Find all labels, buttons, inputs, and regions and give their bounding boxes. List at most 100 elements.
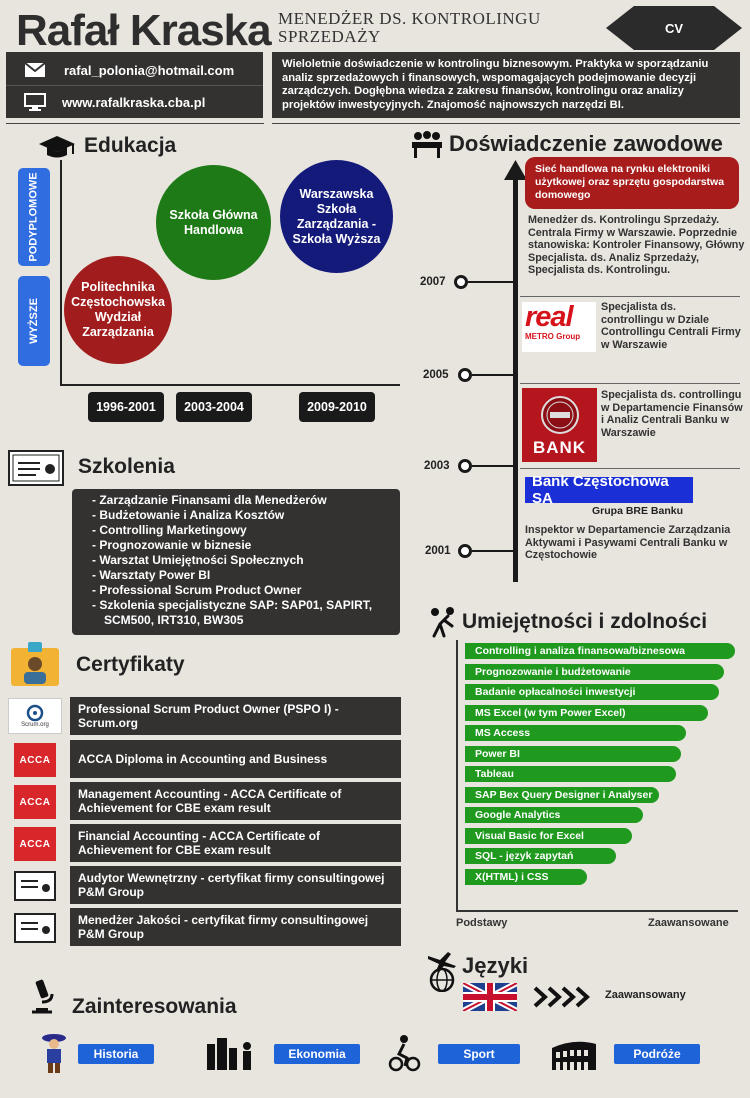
skill-bar: Badanie opłacalności inwestycji [465,684,719,700]
skill-bar: SQL - język zapytań [465,848,616,864]
email-link[interactable]: rafal_polonia@hotmail.com [64,62,235,78]
acca-logo: ACCA [14,743,56,777]
timeline-tick [468,281,514,283]
microscope-icon [32,979,54,1014]
acca-logo: ACCA [14,827,56,861]
fiat-role: Specjalista ds. controllingu w Departame… [601,389,743,439]
cv-label: CV [665,21,683,36]
chevrons-right-icon [533,986,590,1008]
cert-item: Audytor Wewnętrzny - certyfikat firmy co… [70,866,401,904]
scrum-logo: Scrum.org [8,698,62,734]
job-title: MENEDŻER DS. KONTROLINGU SPRZEDAŻY [278,9,541,46]
year-label: 2003 [424,460,450,472]
year-box: 2003-2004 [176,392,252,422]
email-row: rafal_polonia@hotmail.com [6,56,263,84]
year-label: 2005 [423,369,449,381]
year-box: 1996-2001 [88,392,164,422]
scrum-logo-icon [26,704,44,722]
contact-box: rafal_polonia@hotmail.com www.rafalkrask… [6,52,263,118]
airplane-globe-icon [428,952,456,992]
timeline-dot [458,544,472,558]
divider [520,468,740,469]
school-name: Politechnika Częstochowska Wydział Zarzą… [71,280,165,339]
training-item: - Prognozowanie w biznesie [92,538,252,552]
real-logo-text: real [525,301,574,333]
skill-bar: SAP Bex Query Designer i Analyser [465,786,659,803]
bcz-sub: Grupa BRE Banku [592,505,684,517]
timeline-dot [454,275,468,289]
divider [272,123,740,124]
level-tab-postgrad: PODYPLOMOWE [18,168,50,266]
monitor-icon [24,93,46,111]
timeline-axis [513,172,518,582]
current-role: Menedżer ds. Kontrolingu Sprzedaży. Cent… [528,214,745,276]
certificates-title: Certyfikaty [76,653,185,676]
level-higher: WYŻSZE [28,298,40,344]
id-badge-icon [11,642,59,686]
skills-axis-y [456,640,458,910]
person-name: Rafał Kraska [16,6,272,55]
cert-item: Financial Accounting - ACCA Certificate … [70,824,401,862]
skill-bar: X(HTML) i CSS [465,868,587,885]
certificate-icon [14,871,56,901]
school-name: Warszawska Szkoła Zarządzania - Szkoła W… [292,186,381,246]
year-box: 2009-2010 [299,392,375,422]
timeline-dot [458,368,472,382]
envelope-icon [24,62,46,77]
musketeer-icon [42,1034,66,1073]
basketball-player-icon [431,607,454,638]
cert-item: Professional Scrum Product Owner (PSPO I… [70,697,401,735]
trainings-list: - Zarządzanie Finansami dla Menedżerów -… [72,489,400,635]
skills-axis-x [456,910,738,912]
cert-item: ACCA Diploma in Accounting and Business [70,740,401,778]
website-row: www.rafalkraska.cba.pl [6,88,263,116]
skill-bar: Google Analytics [465,807,643,823]
training-item: - Professional Scrum Product Owner [92,583,302,597]
training-item: - Controlling Marketingowy [92,523,247,537]
divider [520,383,740,384]
uk-flag-icon [463,983,517,1011]
language-level: Zaawansowany [605,989,686,1001]
cert-item: Management Accounting - ACCA Certificate… [70,782,401,820]
training-item: - Szkolenia specjalistyczne SAP: SAP01, … [92,598,373,627]
training-item: - Budżetowanie i Analiza Kosztów [92,508,285,522]
acca-logo: ACCA [14,785,56,819]
interest-history: Historia [78,1044,154,1064]
skill-bar: MS Access [465,725,686,741]
real-logo: real METRO Group [522,302,596,352]
skill-bar: Controlling i analiza finansowa/biznesow… [465,643,735,659]
school-name: Szkoła Główna Handlowa [169,207,258,237]
arrow-up-icon [504,160,527,180]
training-item: - Zarządzanie Finansami dla Menedżerów [92,493,327,507]
bcz-logo: Bank Częstochowa SA [525,473,693,507]
skills-scale-max: Zaawansowane [648,917,729,929]
city-business-icon [207,1038,251,1070]
timeline-tick [472,550,514,552]
fiat-bank-logo-text: BANK [532,438,587,457]
website-link[interactable]: www.rafalkraska.cba.pl [62,94,206,110]
level-postgrad: PODYPLOMOWE [28,172,41,262]
timeline-dot [458,459,472,473]
colosseum-icon [552,1041,596,1070]
experience-title: Doświadczenie zawodowe [449,131,723,156]
interest-economy: Ekonomia [274,1044,360,1064]
team-meeting-icon [412,131,442,158]
bcz-role: Inspektor w Departamencie Zarządzania Ak… [525,524,731,561]
real-role: Specjalista ds. controllingu w Dziale Co… [601,301,741,351]
certificate-icon [8,450,64,486]
timeline-tick [472,465,514,467]
scrum-logo-text: Scrum.org [21,722,49,728]
divider [520,296,740,297]
cert-item: Menedżer Jakości - certyfikat firmy cons… [70,908,401,946]
interests-title: Zainteresowania [72,995,237,1018]
training-item: - Warsztat Umiejętności Społecznych [92,553,304,567]
skill-bar: Power BI [465,745,681,762]
divider [6,123,264,124]
year-label: 2001 [425,545,451,557]
skill-bar: Visual Basic for Excel [465,827,632,844]
fiat-emblem-icon [540,396,579,434]
cv-badge: CV [606,6,742,50]
trainings-title: Szkolenia [78,455,175,478]
fiat-bank-logo: BANK [522,388,597,462]
education-title: Edukacja [84,134,177,157]
